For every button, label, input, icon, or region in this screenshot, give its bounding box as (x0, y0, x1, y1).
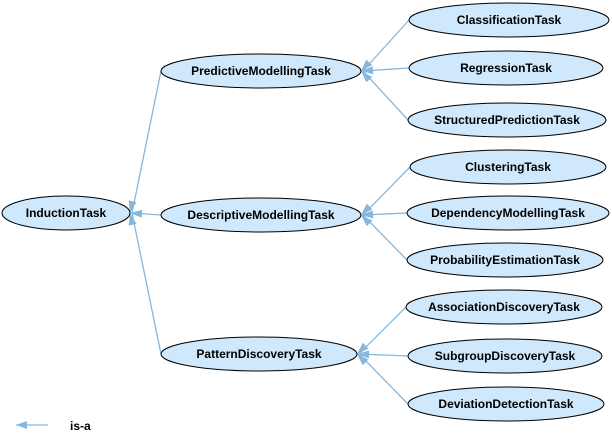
edge-association-to-pattern (358, 306, 407, 355)
node-pattern[interactable]: PatternDiscoveryTask (160, 336, 358, 372)
node-label-descriptive: DescriptiveModellingTask (187, 208, 334, 222)
legend: is-a (16, 419, 91, 433)
node-descriptive[interactable]: DescriptiveModellingTask (160, 197, 362, 233)
legend-label: is-a (70, 419, 91, 433)
arrowhead-predictive-to-induction (128, 200, 137, 213)
node-label-predictive: PredictiveModellingTask (191, 64, 331, 78)
node-ellipse-descriptive (160, 197, 362, 233)
node-label-probability: ProbabilityEstimationTask (430, 253, 580, 267)
node-dependency[interactable]: DependencyModellingTask (406, 195, 610, 231)
arrowhead-subgroup-to-pattern (357, 350, 370, 359)
node-classification[interactable]: ClassificationTask (408, 2, 610, 38)
edge-pattern-to-induction (131, 212, 162, 355)
node-label-dependency: DependencyModellingTask (431, 206, 585, 220)
arrowhead-classification-to-predictive (361, 59, 373, 71)
node-label-association: AssociationDiscoveryTask (428, 300, 580, 314)
arrowhead-pattern-to-induction (128, 213, 137, 226)
node-ellipse-dependency (406, 195, 610, 231)
edges-layer (128, 19, 411, 405)
node-predictive[interactable]: PredictiveModellingTask (160, 53, 362, 89)
node-label-clustering: ClusteringTask (465, 160, 551, 174)
arrowhead-probability-to-descriptive (361, 215, 373, 227)
node-ellipse-structured (407, 102, 607, 138)
node-ellipse-induction (1, 195, 131, 231)
node-subgroup[interactable]: SubgroupDiscoveryTask (407, 338, 603, 374)
arrowhead-regression-to-predictive (361, 66, 374, 75)
arrowhead-clustering-to-descriptive (361, 203, 373, 215)
node-label-deviation: DeviationDetectionTask (438, 397, 573, 411)
arrowhead-association-to-pattern (357, 342, 369, 354)
node-label-regression: RegressionTask (460, 61, 552, 75)
node-label-structured: StructuredPredictionTask (434, 113, 580, 127)
arrowhead-structured-to-predictive (361, 71, 373, 83)
node-label-classification: ClassificationTask (457, 13, 562, 27)
nodes-layer: InductionTask PredictiveModellingTaskDesc… (1, 2, 610, 422)
node-ellipse-deviation (407, 386, 605, 422)
legend-arrow-icon (16, 421, 27, 429)
node-structured[interactable]: StructuredPredictionTask (407, 102, 607, 138)
node-probability[interactable]: ProbabilityEstimationTask (406, 242, 604, 278)
node-induction[interactable]: InductionTask (1, 195, 131, 231)
node-label-subgroup: SubgroupDiscoveryTask (435, 349, 576, 363)
node-ellipse-subgroup (407, 338, 603, 374)
node-label-induction: InductionTask (26, 206, 107, 220)
node-deviation[interactable]: DeviationDetectionTask (407, 386, 605, 422)
node-ellipse-pattern (160, 336, 358, 372)
node-label-pattern: PatternDiscoveryTask (196, 347, 322, 361)
arrowhead-deviation-to-pattern (357, 354, 369, 366)
edge-structured-to-predictive (362, 70, 409, 121)
arrowhead-descriptive-to-induction (130, 209, 143, 218)
node-regression[interactable]: RegressionTask (408, 50, 604, 86)
node-clustering[interactable]: ClusteringTask (409, 149, 607, 185)
edge-deviation-to-pattern (358, 353, 409, 405)
edge-classification-to-predictive (362, 19, 410, 72)
node-ellipse-clustering (409, 149, 607, 185)
edge-predictive-to-induction (131, 70, 162, 214)
edge-clustering-to-descriptive (362, 166, 411, 216)
node-ellipse-probability (406, 242, 604, 278)
node-ellipse-classification (408, 2, 610, 38)
node-ellipse-regression (408, 50, 604, 86)
node-association[interactable]: AssociationDiscoveryTask (405, 289, 603, 325)
arrowhead-dependency-to-descriptive (361, 210, 374, 219)
node-ellipse-association (405, 289, 603, 325)
node-ellipse-predictive (160, 53, 362, 89)
